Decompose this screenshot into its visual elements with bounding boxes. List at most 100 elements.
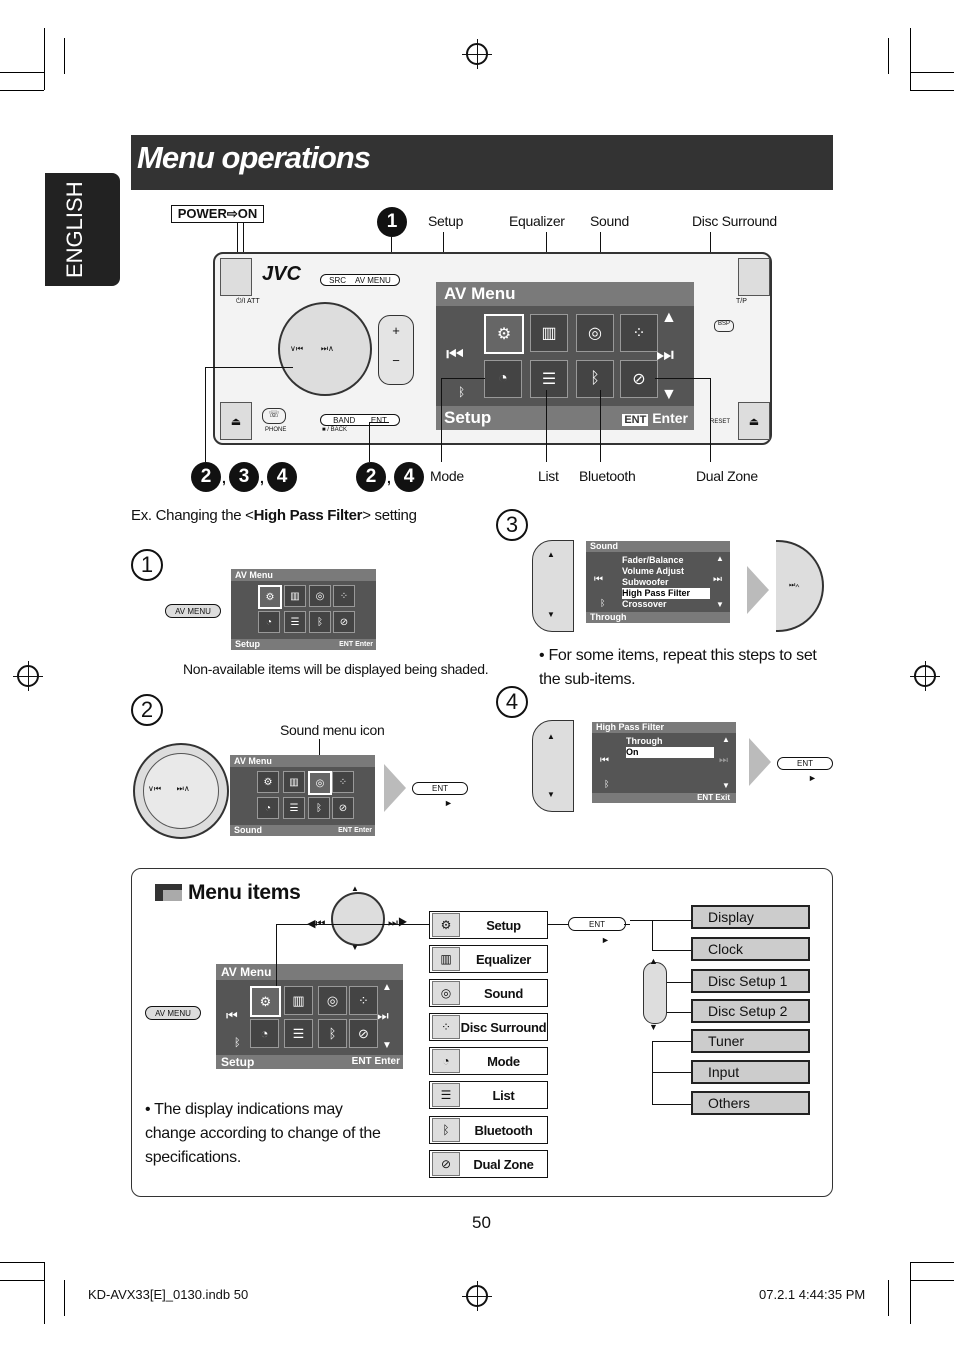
sound-icon[interactable]: ◎	[576, 314, 614, 352]
step-3-heading: 3	[496, 509, 528, 541]
bluetooth-icon: ᛒ	[308, 797, 330, 819]
next-icon: ⏭	[719, 755, 728, 766]
menu-note-text: The display indications may change accor…	[145, 1101, 381, 1166]
tp-button[interactable]	[738, 258, 770, 296]
sub-item-disc-setup-2[interactable]: Disc Setup 2	[691, 999, 810, 1023]
menu-item-mode[interactable]: ◔Mode	[429, 1047, 548, 1075]
label-list: List	[538, 468, 559, 484]
setup-icon: ⚙	[258, 585, 282, 609]
mode-icon[interactable]: ◔	[484, 360, 522, 398]
press-arrow-icon: ►	[808, 773, 817, 783]
ent-button[interactable]: ENT	[412, 782, 468, 795]
open-button[interactable]: ⏏	[738, 402, 770, 440]
up-arrow-icon: ▲	[722, 735, 730, 744]
brand-logo: JVC	[262, 263, 301, 285]
prev-icon: ⏮	[594, 574, 603, 585]
bsp-button[interactable]: BSP	[714, 320, 734, 332]
leader-line	[205, 367, 293, 368]
dial-side-view[interactable]	[532, 540, 574, 632]
ent-button[interactable]: ENT	[568, 917, 626, 931]
bluetooth-icon[interactable]: ᛒ	[576, 360, 614, 398]
down-arrow-icon: ▼	[547, 610, 555, 619]
menu-item-label: List	[492, 1087, 515, 1103]
sub-item-input[interactable]: Input	[691, 1060, 810, 1084]
disc-surround-icon[interactable]: ⁘	[620, 314, 658, 352]
power-button[interactable]	[220, 258, 252, 296]
sound-item[interactable]: Subwoofer	[622, 577, 669, 587]
band-ent-button[interactable]: BAND ENT	[320, 414, 400, 426]
volume-buttons[interactable]: +−	[378, 315, 414, 385]
dial-side-view[interactable]	[532, 720, 574, 812]
bluetooth-small-icon: ᛒ	[604, 779, 610, 789]
exit-label: Exit	[715, 793, 730, 802]
sub-item-others[interactable]: Others	[691, 1091, 810, 1115]
down-arrow-icon: ▼	[716, 600, 724, 609]
sound-screen-title: Sound	[586, 541, 730, 552]
up-arrow-icon: ▲	[351, 884, 359, 893]
avmenu-button[interactable]: AV MENU	[145, 1006, 201, 1020]
step-2-badge: 2	[356, 462, 386, 492]
equalizer-icon[interactable]: ▥	[530, 314, 568, 352]
ent-button[interactable]: ENT	[777, 757, 833, 770]
phone-button[interactable]: ☏	[262, 408, 286, 424]
control-dial[interactable]	[278, 302, 372, 396]
sub-item-clock[interactable]: Clock	[691, 937, 810, 961]
setup-icon[interactable]: ⚙	[484, 314, 524, 354]
crop-mark	[0, 72, 44, 73]
leader-line	[624, 924, 630, 925]
hpf-item[interactable]: On	[626, 747, 714, 758]
sound-item[interactable]: Crossover	[622, 599, 667, 609]
disc-surround-icon: ⁘	[333, 585, 355, 607]
enter-label: Enter	[652, 410, 688, 426]
sound-item[interactable]: Volume Adjust	[622, 566, 685, 576]
menu-item-sound[interactable]: ◎Sound	[429, 979, 548, 1007]
crop-mark	[44, 28, 45, 90]
intro-prefix: Ex. Changing the <	[131, 507, 254, 524]
list-icon[interactable]: ☰	[530, 360, 568, 398]
dual-zone-icon[interactable]: ⊘	[620, 360, 658, 398]
leader-line	[546, 390, 547, 462]
src-avmenu-button[interactable]: SRC AV MENU	[320, 274, 400, 286]
registration-mark	[462, 1281, 492, 1311]
leader-line	[710, 378, 711, 462]
flow-arrow-icon	[749, 738, 771, 786]
registration-mark	[462, 39, 492, 69]
dial-labels: ∨⏮ ⏭∧	[148, 784, 190, 793]
sub-item-display[interactable]: Display	[691, 905, 810, 929]
leader-line	[652, 1104, 691, 1105]
dual-zone-icon: ⊘	[349, 1019, 378, 1048]
step-1-heading: 1	[131, 549, 163, 581]
menu-item-equalizer[interactable]: ▥Equalizer	[429, 945, 548, 973]
crop-mark	[910, 90, 954, 91]
hpf-item[interactable]: Through	[626, 736, 663, 746]
dial-side-view[interactable]	[776, 540, 824, 632]
dial-side-view[interactable]	[643, 962, 667, 1024]
menu-item-dual-zone[interactable]: ⊘Dual Zone	[429, 1150, 548, 1178]
menu-item-list[interactable]: ☰List	[429, 1081, 548, 1109]
device-screen: AV Menu Setup ENT Enter ⏮ ⏭ ▲ ▼ ᛒ ⚙ ▥ ◎ …	[436, 282, 694, 430]
hpf-screen-title: High Pass Filter	[592, 722, 736, 733]
sound-item[interactable]: Fader/Balance	[622, 555, 684, 565]
sound-item[interactable]: High Pass Filter	[622, 588, 710, 599]
control-dial[interactable]	[331, 892, 385, 946]
step-1-badge: 1	[377, 207, 407, 237]
scr1-title: AV Menu	[231, 569, 376, 581]
bluetooth-small-icon: ᛒ	[234, 1037, 241, 1049]
avmenu-button[interactable]: AV MENU	[165, 604, 221, 618]
leader-line	[652, 920, 653, 951]
sub-item-disc-setup-1[interactable]: Disc Setup 1	[691, 969, 810, 993]
equalizer-icon: ▥	[284, 585, 306, 607]
power-on-callout: POWER⇨ON	[171, 205, 264, 223]
crop-mark	[0, 1262, 44, 1263]
eject-button[interactable]: ⏏	[220, 402, 252, 440]
crop-mark	[44, 1262, 45, 1324]
comma: ,	[222, 470, 226, 486]
leader-line	[243, 223, 244, 271]
example-intro: Ex. Changing the <High Pass Filter> sett…	[131, 507, 417, 524]
sub-item-tuner[interactable]: Tuner	[691, 1029, 810, 1053]
menu-item-disc-surround[interactable]: ⁘Disc Surround	[429, 1013, 548, 1041]
dial-labels: ∨⏮ ⏭∧	[290, 344, 334, 353]
menu-item-setup[interactable]: ⚙Setup	[429, 911, 548, 939]
reset-label: RESET	[710, 419, 731, 425]
